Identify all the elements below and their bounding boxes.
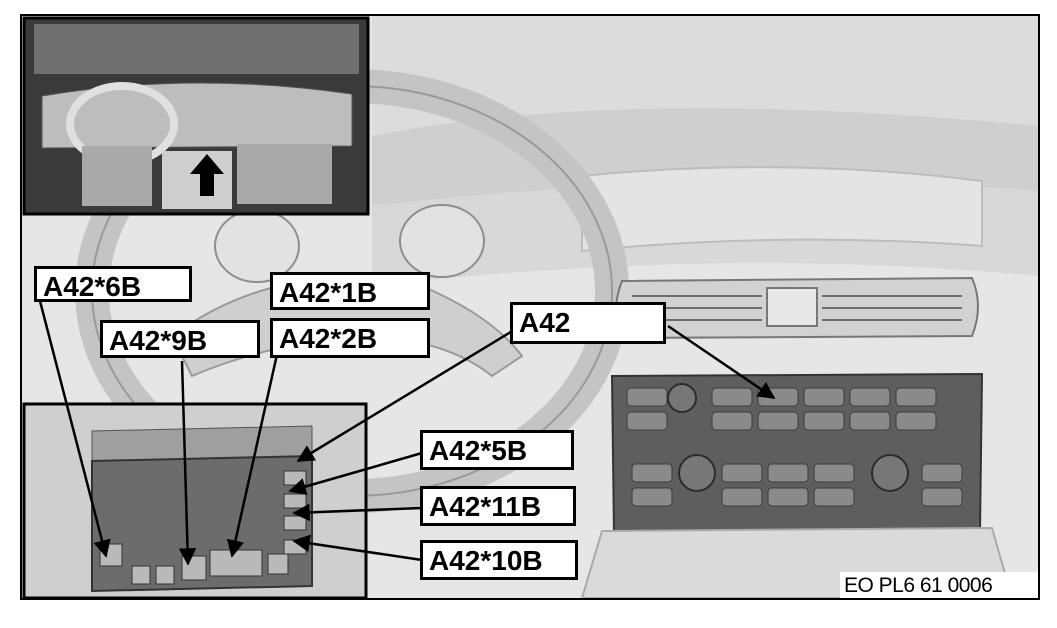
arrow-up-icon [190,154,224,196]
callout-a42-6b: A42*6B [34,266,192,302]
gauge-right [399,204,485,278]
leader-a42-9b [178,360,197,566]
callout-a42-2b: A42*2B [270,318,430,358]
radio-knob [667,383,697,413]
callout-a42-5b: A42*5B [420,430,574,470]
callout-a42-10b: A42*10B [420,540,578,580]
leader-a42-6b [38,300,111,558]
callout-a42: A42 [510,302,666,344]
display-hood [581,166,983,253]
reference-code: EO PL6 61 0006 [840,572,1038,598]
leader-a42-5b [288,451,423,496]
callout-a42-9b: A42*9B [100,320,260,358]
leader-a42-unit [296,328,515,463]
climate-knob-right [871,454,909,492]
callout-a42-11b: A42*11B [420,486,576,526]
control-buttons [626,387,963,507]
leader-a42-1b-2b [226,340,282,558]
dashboard-illustration [22,16,1038,598]
leader-a42-10b [292,534,423,562]
leader-lines [38,300,776,566]
climate-knob-left [678,454,716,492]
hazard-switch [766,287,818,327]
leader-a42-11b [292,503,423,522]
callout-a42-1b: A42*1B [270,272,430,310]
diagram-frame: A42*6B A42*9B A42*1B A42*2B A42 A42*5B A… [20,14,1040,600]
overview-inset [22,16,370,216]
leader-a42-panel [667,324,776,400]
